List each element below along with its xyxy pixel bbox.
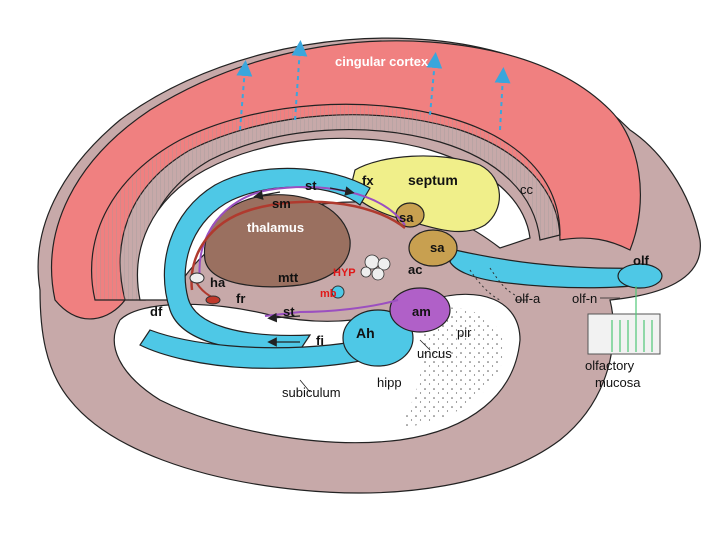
hippocampal-dots [400,307,505,428]
olfactory-mucosa-box [587,313,661,355]
label-hipp: hipp [377,375,402,390]
label-ac: ac [408,262,422,277]
label-ha: ha [210,275,226,290]
label-ah: Ah [356,325,375,341]
septum-shape [349,155,500,233]
white-matter-band [91,103,561,301]
hippocampus-ah-shape [342,309,414,367]
label-df: df [150,304,163,319]
olfactory-bulb [617,263,663,289]
label-pir: pir [457,325,472,340]
label-olfactory-line1: olfactory [585,358,635,373]
label-olf: olf [633,253,650,268]
cortical-projection-arrows [236,40,511,131]
label-st-top: st [305,178,317,193]
leader-lines [299,297,620,393]
label-cingular-cortex: cingular cortex [335,54,429,69]
label-thalamus: thalamus [247,220,304,235]
thalamus-shape [203,194,351,288]
mammillary-body-shape [331,285,345,299]
label-septum: septum [408,172,458,188]
label-fr: fr [236,291,245,306]
hypothalamus-nuclei [360,254,391,281]
label-hyp: HYP [333,267,356,279]
habenula-shape [189,272,205,284]
label-fi: fi [316,333,324,348]
label-cc: cc [520,182,534,197]
label-sa-lower: sa [430,240,445,255]
label-am: am [412,304,431,319]
fr-shape [205,295,221,305]
septal-area-lower-shape [408,229,458,267]
fornix-direction-arrows [253,186,355,347]
label-sa-upper: sa [399,210,414,225]
label-fx: fx [362,173,374,188]
olfactory-mucosa-fibers [611,286,653,352]
label-olfactory-line2: mucosa [595,375,641,390]
label-mtt: mtt [278,270,299,285]
label-sm: sm [272,196,291,211]
label-olf-a: olf-a [515,291,541,306]
label-subiculum: subiculum [282,385,341,400]
label-olf-n: olf-n [572,291,597,306]
amygdala-shape [389,287,451,333]
stria-medullaris-tract [190,200,406,291]
label-st-bottom: st [283,304,295,319]
label-mb: mb [320,288,337,300]
stria-terminalis-lower [264,299,399,317]
label-uncus: uncus [417,346,452,361]
